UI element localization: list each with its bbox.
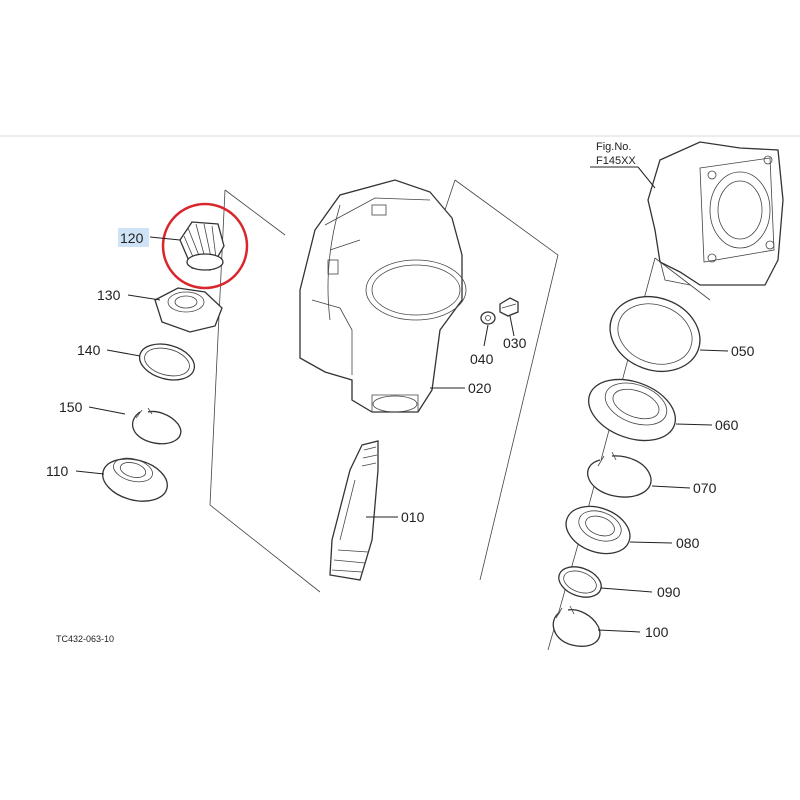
snapring-part-070[interactable] [587, 451, 652, 498]
bearing-part-130[interactable] [154, 287, 223, 333]
part-120-highlight [118, 228, 149, 247]
seal-part-110[interactable] [98, 452, 172, 508]
snapring-part-150[interactable] [131, 407, 182, 445]
label-110[interactable]: 110 [46, 463, 69, 479]
label-030[interactable]: 030 [503, 335, 527, 351]
label-050[interactable]: 050 [731, 343, 755, 359]
leader-lines [75, 166, 729, 633]
fig-no-label: Fig.No. [596, 141, 631, 153]
bearing-part-060[interactable] [580, 368, 684, 451]
label-130[interactable]: 130 [97, 287, 121, 303]
bearing-part-080[interactable] [559, 498, 636, 562]
selection-circle [161, 202, 249, 290]
label-080[interactable]: 080 [676, 535, 700, 551]
label-060[interactable]: 060 [715, 417, 739, 433]
label-150[interactable]: 150 [59, 399, 83, 415]
plug-part-030[interactable] [499, 297, 519, 317]
housing-fig-f145xx[interactable] [647, 141, 784, 286]
snapring-part-100[interactable] [552, 605, 601, 647]
oring-part-140[interactable] [136, 338, 199, 385]
label-100[interactable]: 100 [645, 624, 669, 640]
gearcase-part-020[interactable] [299, 179, 467, 413]
label-040[interactable]: 040 [470, 351, 494, 367]
seal-part-050[interactable] [599, 284, 710, 383]
washer-part-040[interactable] [480, 311, 496, 325]
left-assembly-frame [209, 189, 321, 593]
label-090[interactable]: 090 [657, 584, 681, 600]
drawing-code: TC432-063-10 [56, 634, 114, 644]
label-010[interactable]: 010 [401, 509, 425, 525]
bevel-gear-part-120[interactable] [161, 202, 249, 290]
label-070[interactable]: 070 [693, 480, 717, 496]
label-020[interactable]: 020 [468, 380, 492, 396]
label-140[interactable]: 140 [77, 342, 101, 358]
fig-no-value: F145XX [596, 155, 636, 167]
shaft-part-010[interactable] [329, 440, 379, 581]
oring-part-090[interactable] [555, 561, 606, 602]
label-120[interactable]: 120 [120, 230, 144, 246]
